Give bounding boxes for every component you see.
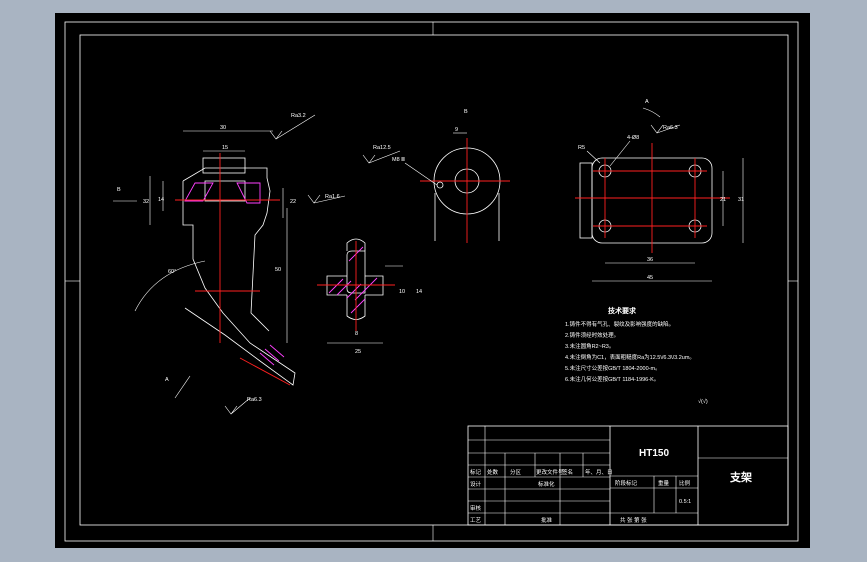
cad-viewport[interactable]: 30 15 32 14 22 50 60° B A Ra3.2 Ra1.6 Ra… bbox=[55, 13, 810, 548]
dim-angle: 60° bbox=[168, 269, 176, 275]
dim-holes: 4-Ø8 bbox=[627, 135, 639, 141]
dim-inner-width: 15 bbox=[222, 145, 228, 151]
tb-weight: 重量 bbox=[658, 479, 670, 487]
label-b: B bbox=[464, 109, 468, 115]
tech-requirements: 技术要求 1.铸件不得有气孔、裂纹及影响强度的缺陷。 2.铸件须经时效处理。 3… bbox=[565, 306, 708, 405]
tb-review: 审核 bbox=[470, 504, 482, 512]
label-a: A bbox=[645, 99, 649, 105]
dim-cross-10: 10 bbox=[399, 289, 405, 295]
dim-top-width: 30 bbox=[220, 125, 226, 131]
section-b-view: B 9 Ra12.5 M8 Ⅲ bbox=[362, 109, 510, 243]
title-block: HT150 支架 标记 处数 分区 更改文件号 签名 年、月、日 设计 标准化 … bbox=[467, 425, 789, 526]
tech-req-1: 1.铸件不得有气孔、裂纹及影响强度的缺陷。 bbox=[565, 320, 674, 328]
title-part-name: 支架 bbox=[729, 470, 752, 484]
tb-process: 工艺 bbox=[470, 517, 482, 524]
tb-label-mark: 标记 bbox=[470, 468, 482, 476]
general-roughness: √(√) bbox=[698, 398, 708, 405]
tb-label-date: 年、月、日 bbox=[585, 468, 613, 476]
tb-approve: 批准 bbox=[541, 516, 553, 524]
dim-v-45: 45 bbox=[647, 275, 653, 281]
tb-design: 设计 bbox=[470, 480, 482, 488]
tech-req-3: 3.未注圆角R2~R3。 bbox=[565, 342, 614, 350]
dim-cross-14: 14 bbox=[416, 289, 422, 295]
tb-standard: 标准化 bbox=[538, 480, 555, 488]
inner-frame bbox=[79, 34, 789, 526]
tb-stage: 阶段标记 bbox=[615, 479, 638, 487]
roughness-r4: Ra6.3 bbox=[663, 125, 678, 131]
title-material: HT150 bbox=[639, 448, 669, 459]
view-a: A 36 45 21 31 4-Ø8 R5 Ra6.3 bbox=[575, 99, 744, 282]
dim-right-boss: 22 bbox=[290, 199, 296, 205]
dim-b-width: 9 bbox=[455, 127, 458, 133]
tb-sheets: 共 张 第 张 bbox=[620, 516, 647, 524]
outer-frame bbox=[64, 21, 799, 542]
main-view-dims: 30 15 32 14 22 50 60° B A Ra3.2 Ra1.6 Ra… bbox=[117, 113, 346, 415]
roughness-r3: Ra12.5 bbox=[373, 145, 391, 151]
tb-label-zone: 分区 bbox=[510, 468, 522, 476]
tb-label-count: 处数 bbox=[487, 468, 499, 476]
dim-length-50: 50 bbox=[275, 267, 281, 273]
tech-req-4: 4.未注倒角为C1，表面粗糙度Ra为12.5\/6.3\/3.2um。 bbox=[565, 353, 695, 361]
roughness-r2: Ra1.6 bbox=[325, 194, 340, 200]
dim-thread: M8 Ⅲ bbox=[392, 157, 405, 163]
main-view bbox=[113, 130, 296, 399]
engineering-drawing: 30 15 32 14 22 50 60° B A Ra3.2 Ra1.6 Ra… bbox=[64, 21, 799, 542]
tech-req-5: 5.未注尺寸公差按GB/T 1804-2000-m。 bbox=[565, 364, 661, 372]
dim-cross-25: 25 bbox=[355, 349, 361, 355]
arrow-a-label: A bbox=[165, 377, 169, 383]
cross-section: 8 25 14 10 bbox=[317, 238, 422, 355]
dim-left-inner: 14 bbox=[158, 197, 164, 203]
tech-req-2: 2.铸件须经时效处理。 bbox=[565, 331, 619, 339]
tech-req-6: 6.未注几何公差按GB/T 1184-1996-K。 bbox=[565, 375, 659, 383]
tb-scale-label: 比例 bbox=[679, 479, 691, 487]
dim-r5: R5 bbox=[578, 145, 585, 151]
dim-v-21: 21 bbox=[720, 197, 726, 203]
tb-label-sign: 签名 bbox=[562, 468, 573, 476]
dim-cross-8: 8 bbox=[355, 331, 358, 337]
roughness-r5: Ra6.3 bbox=[247, 397, 262, 403]
tb-scale: 0.5:1 bbox=[679, 499, 691, 505]
tech-req-title: 技术要求 bbox=[608, 306, 637, 315]
dim-v-31: 31 bbox=[738, 197, 744, 203]
dim-left-height: 32 bbox=[143, 199, 149, 205]
dim-v-36: 36 bbox=[647, 257, 653, 263]
tb-label-change: 更改文件号 bbox=[536, 468, 564, 476]
arrow-b-label: B bbox=[117, 187, 121, 193]
roughness-r1: Ra3.2 bbox=[291, 113, 306, 119]
